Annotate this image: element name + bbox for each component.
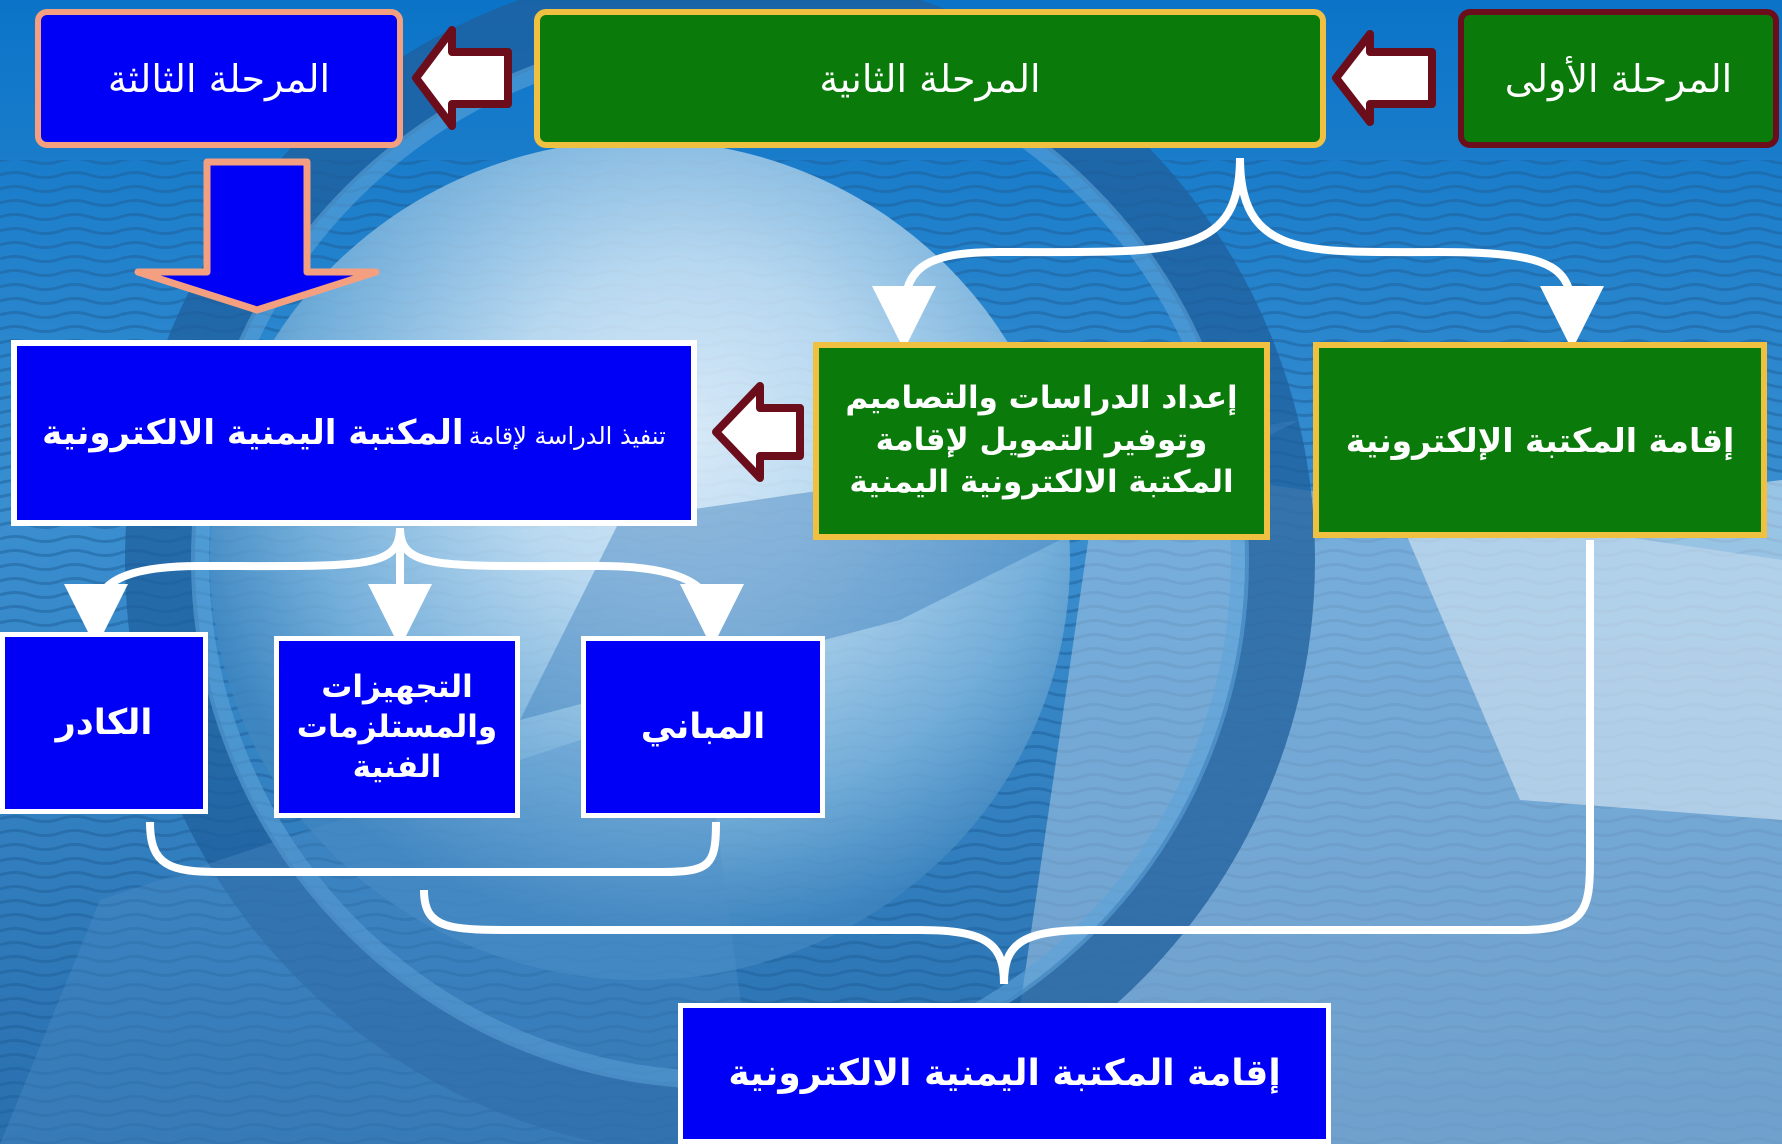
final-result-label: إقامة المكتبة اليمنية الالكترونية	[728, 1053, 1281, 1094]
phase-1-box: المرحلة الأولى	[1458, 9, 1779, 148]
electronic-library-label: إقامة المكتبة الإلكترونية	[1345, 420, 1735, 460]
final-result-box: إقامة المكتبة اليمنية الالكترونية	[678, 1003, 1331, 1144]
phase-1-label: المرحلة الأولى	[1504, 56, 1733, 101]
execution-prefix: تنفيذ الدراسة لإقامة	[468, 422, 666, 450]
staff-label: الكادر	[55, 703, 153, 743]
electronic-library-box: إقامة المكتبة الإلكترونية	[1313, 342, 1767, 538]
staff-box: الكادر	[0, 632, 208, 814]
phase-2-box: المرحلة الثانية	[534, 9, 1326, 148]
buildings-label: المباني	[640, 707, 766, 747]
execution-main: المكتبة اليمنية الالكترونية	[42, 413, 464, 453]
phase-2-label: المرحلة الثانية	[819, 56, 1041, 101]
equipment-box: التجهيزات والمستلزمات الفنية	[274, 636, 520, 818]
studies-funding-label: إعداد الدراسات والتصاميم وتوفير التمويل …	[845, 380, 1238, 500]
execution-label: تنفيذ الدراسة لإقامة المكتبة اليمنية الا…	[42, 413, 666, 453]
studies-funding-box: إعداد الدراسات والتصاميم وتوفير التمويل …	[813, 342, 1270, 540]
buildings-box: المباني	[581, 636, 825, 818]
execution-box: تنفيذ الدراسة لإقامة المكتبة اليمنية الا…	[11, 340, 697, 526]
phase-3-label: المرحلة الثالثة	[107, 56, 331, 101]
equipment-label: التجهيزات والمستلزمات الفنية	[296, 668, 498, 786]
phase-3-box: المرحلة الثالثة	[35, 9, 403, 148]
